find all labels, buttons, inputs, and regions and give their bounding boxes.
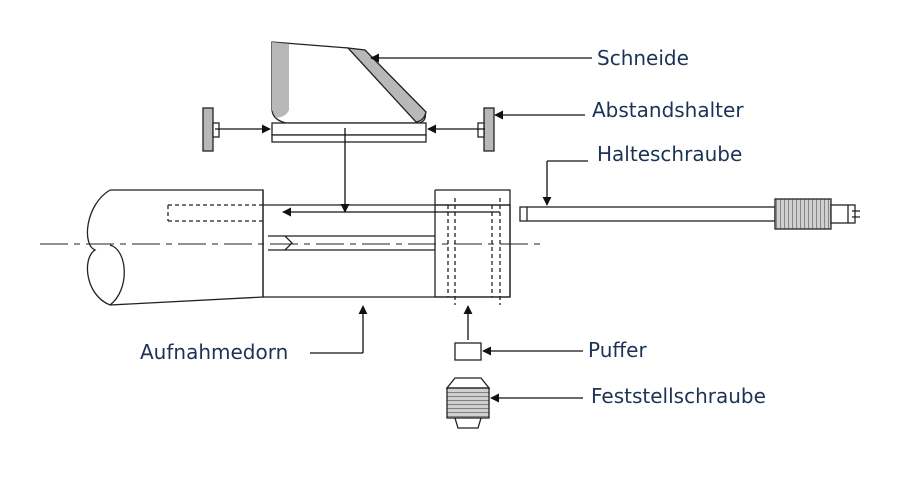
blade-part	[271, 41, 427, 143]
label-abstandshalter: Abstandshalter	[592, 98, 744, 122]
label-puffer: Puffer	[588, 338, 647, 362]
label-aufnahmedorn: Aufnahmedorn	[140, 340, 289, 364]
mandrel-body	[86, 189, 511, 306]
label-feststellschraube: Feststellschraube	[591, 384, 766, 408]
leader-lines	[215, 53, 592, 403]
label-halteschraube: Halteschraube	[597, 142, 743, 166]
label-schneide: Schneide	[597, 46, 689, 70]
retaining-screw	[519, 198, 860, 230]
set-screw	[445, 377, 491, 429]
buffer-part	[454, 342, 482, 361]
spacer-left	[202, 107, 220, 152]
